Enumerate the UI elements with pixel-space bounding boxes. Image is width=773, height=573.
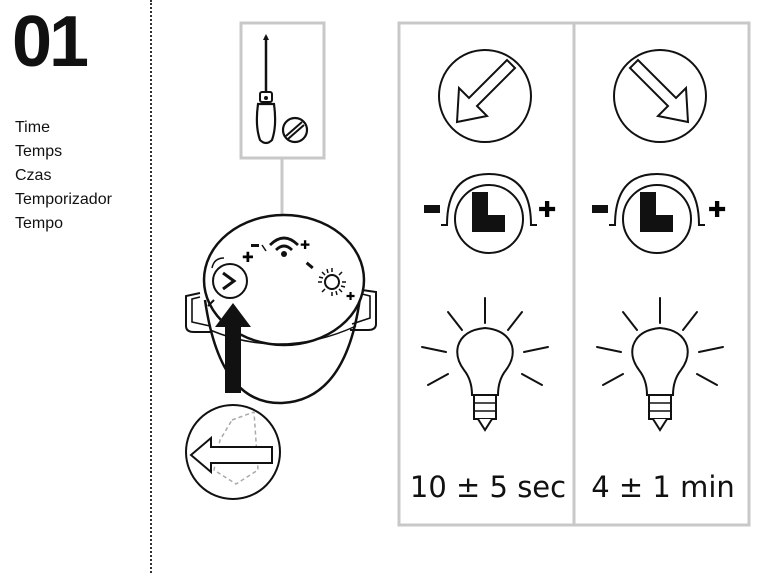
up-arrow-icon	[215, 303, 251, 393]
panel-min-value: 10 ± 5 sec	[409, 470, 567, 504]
tool-box	[239, 21, 326, 238]
sensor-device: ✚ ✚ ✚	[185, 213, 377, 405]
label-temps: Temps	[15, 143, 63, 160]
step-number: 01	[12, 2, 89, 82]
svg-text:✚: ✚	[708, 198, 726, 223]
panel-min: ✚	[421, 49, 556, 432]
zoom-circle	[185, 404, 281, 500]
label-list: Time Temps Czas Temporizador Tempo	[15, 116, 112, 236]
light-control[interactable]: ✚	[305, 261, 356, 303]
bulb-icon	[421, 297, 549, 432]
dial-min-icon: ✚	[424, 172, 556, 254]
dotted-divider	[150, 0, 152, 573]
arrow-circle-down-left-icon	[438, 49, 532, 143]
arrow-circle-down-right-icon	[613, 49, 707, 143]
left-arrow-icon	[189, 435, 273, 475]
svg-text:✚: ✚	[242, 250, 254, 266]
screw-icon	[281, 116, 309, 144]
svg-text:✚: ✚	[538, 198, 556, 223]
sensitivity-control[interactable]: ✚	[251, 236, 310, 257]
bulb-icon	[596, 297, 724, 432]
label-czas: Czas	[15, 167, 52, 184]
label-temporizador: Temporizador	[15, 191, 112, 208]
time-dial[interactable]: ✚	[207, 250, 254, 307]
svg-text:✚: ✚	[300, 238, 310, 252]
panel-max: ✚	[592, 49, 726, 432]
panel-max-value: 4 ± 1 min	[591, 470, 735, 504]
dial-max-icon: ✚	[592, 172, 726, 254]
screwdriver-icon	[255, 34, 277, 145]
sun-icon	[318, 268, 346, 296]
label-tempo: Tempo	[15, 215, 64, 232]
label-time: Time	[15, 119, 50, 136]
settings-panels: ✚	[397, 21, 751, 527]
svg-text:✚: ✚	[346, 290, 355, 303]
